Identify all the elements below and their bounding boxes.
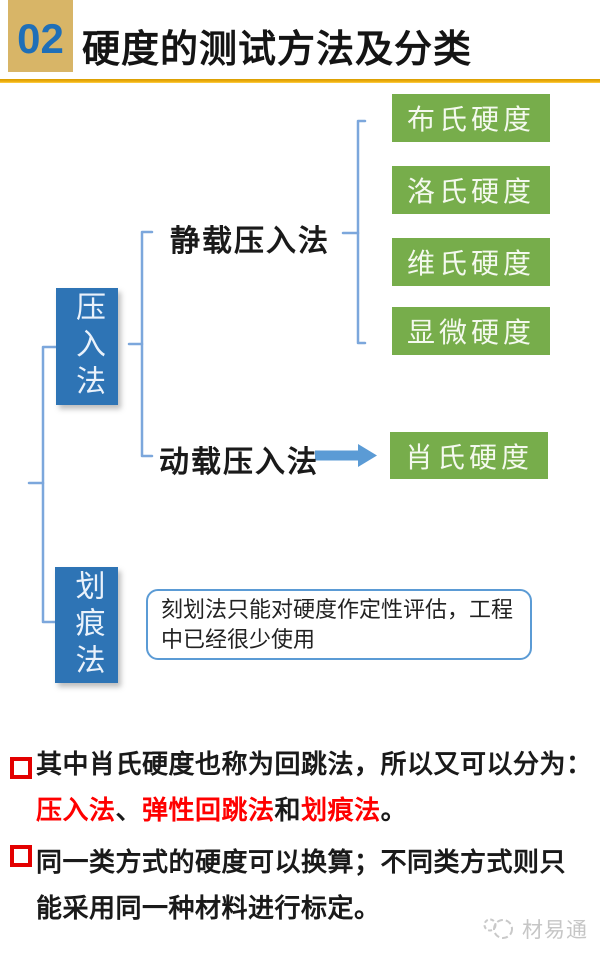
node-indentation-method: 压入法 <box>56 288 118 405</box>
watermark-text: 材易通 <box>522 919 588 942</box>
leaf-shore-hardness: 肖氏硬度 <box>390 432 548 479</box>
leaf-rockwell-hardness: 洛氏硬度 <box>392 166 550 214</box>
middle-bracket <box>127 230 154 458</box>
left-bracket <box>27 345 59 624</box>
watermark-logo-icon <box>483 918 513 939</box>
bullet-1-line-2: 压入法、弹性回跳法和划痕法。 <box>36 787 596 833</box>
node-scratch-label: 划痕法 <box>69 569 105 681</box>
watermark: 材易通 <box>482 914 588 944</box>
section-number: 02 <box>17 15 64 62</box>
term-indentation: 压入法 <box>36 795 116 825</box>
leaf-brinell-hardness: 布氏硬度 <box>392 94 550 142</box>
page-title: 硬度的测试方法及分类 <box>82 29 473 71</box>
branch-dynamic-load-label: 动载压入法 <box>159 446 319 479</box>
node-indentation-label: 压入法 <box>70 291 105 402</box>
right-bracket <box>341 119 367 345</box>
leaf-vickers-hardness: 维氏硬度 <box>392 238 550 286</box>
bullet-item-1: 其中肖氏硬度也称为回跳法，所以又可以分为： 压入法、弹性回跳法和划痕法。 <box>36 741 596 833</box>
section-number-badge: 02 <box>8 0 73 72</box>
period: 。 <box>380 795 408 825</box>
term-elastic-rebound: 弹性回跳法 <box>142 795 275 825</box>
term-scratch: 划痕法 <box>301 795 381 825</box>
arrow-icon <box>315 444 377 467</box>
scratch-method-note: 刻划法只能对硬度作定性评估，工程 中已经很少使用 <box>146 589 532 660</box>
note-line-1: 刻划法只能对硬度作定性评估，工程 <box>161 598 514 623</box>
note-line-2: 中已经很少使用 <box>161 628 316 653</box>
leaf-micro-hardness: 显微硬度 <box>392 307 550 355</box>
bullet-2-line-2: 能采用同一种材料进行标定。 <box>36 893 381 923</box>
branch-static-load-label: 静载压入法 <box>170 225 330 258</box>
separator: 、 <box>115 795 143 825</box>
conjunction: 和 <box>274 795 302 825</box>
bullet-1-line-1: 其中肖氏硬度也称为回跳法，所以又可以分为： <box>36 749 593 779</box>
header-divider <box>0 79 600 83</box>
bullet-square-icon <box>10 757 32 779</box>
node-scratch-method: 划痕法 <box>55 567 118 683</box>
bullet-2-line-1: 同一类方式的硬度可以换算；不同类方式则只 <box>36 847 567 877</box>
bullet-item-2: 同一类方式的硬度可以换算；不同类方式则只 能采用同一种材料进行标定。 <box>36 839 596 931</box>
bullet-square-icon <box>10 845 32 867</box>
